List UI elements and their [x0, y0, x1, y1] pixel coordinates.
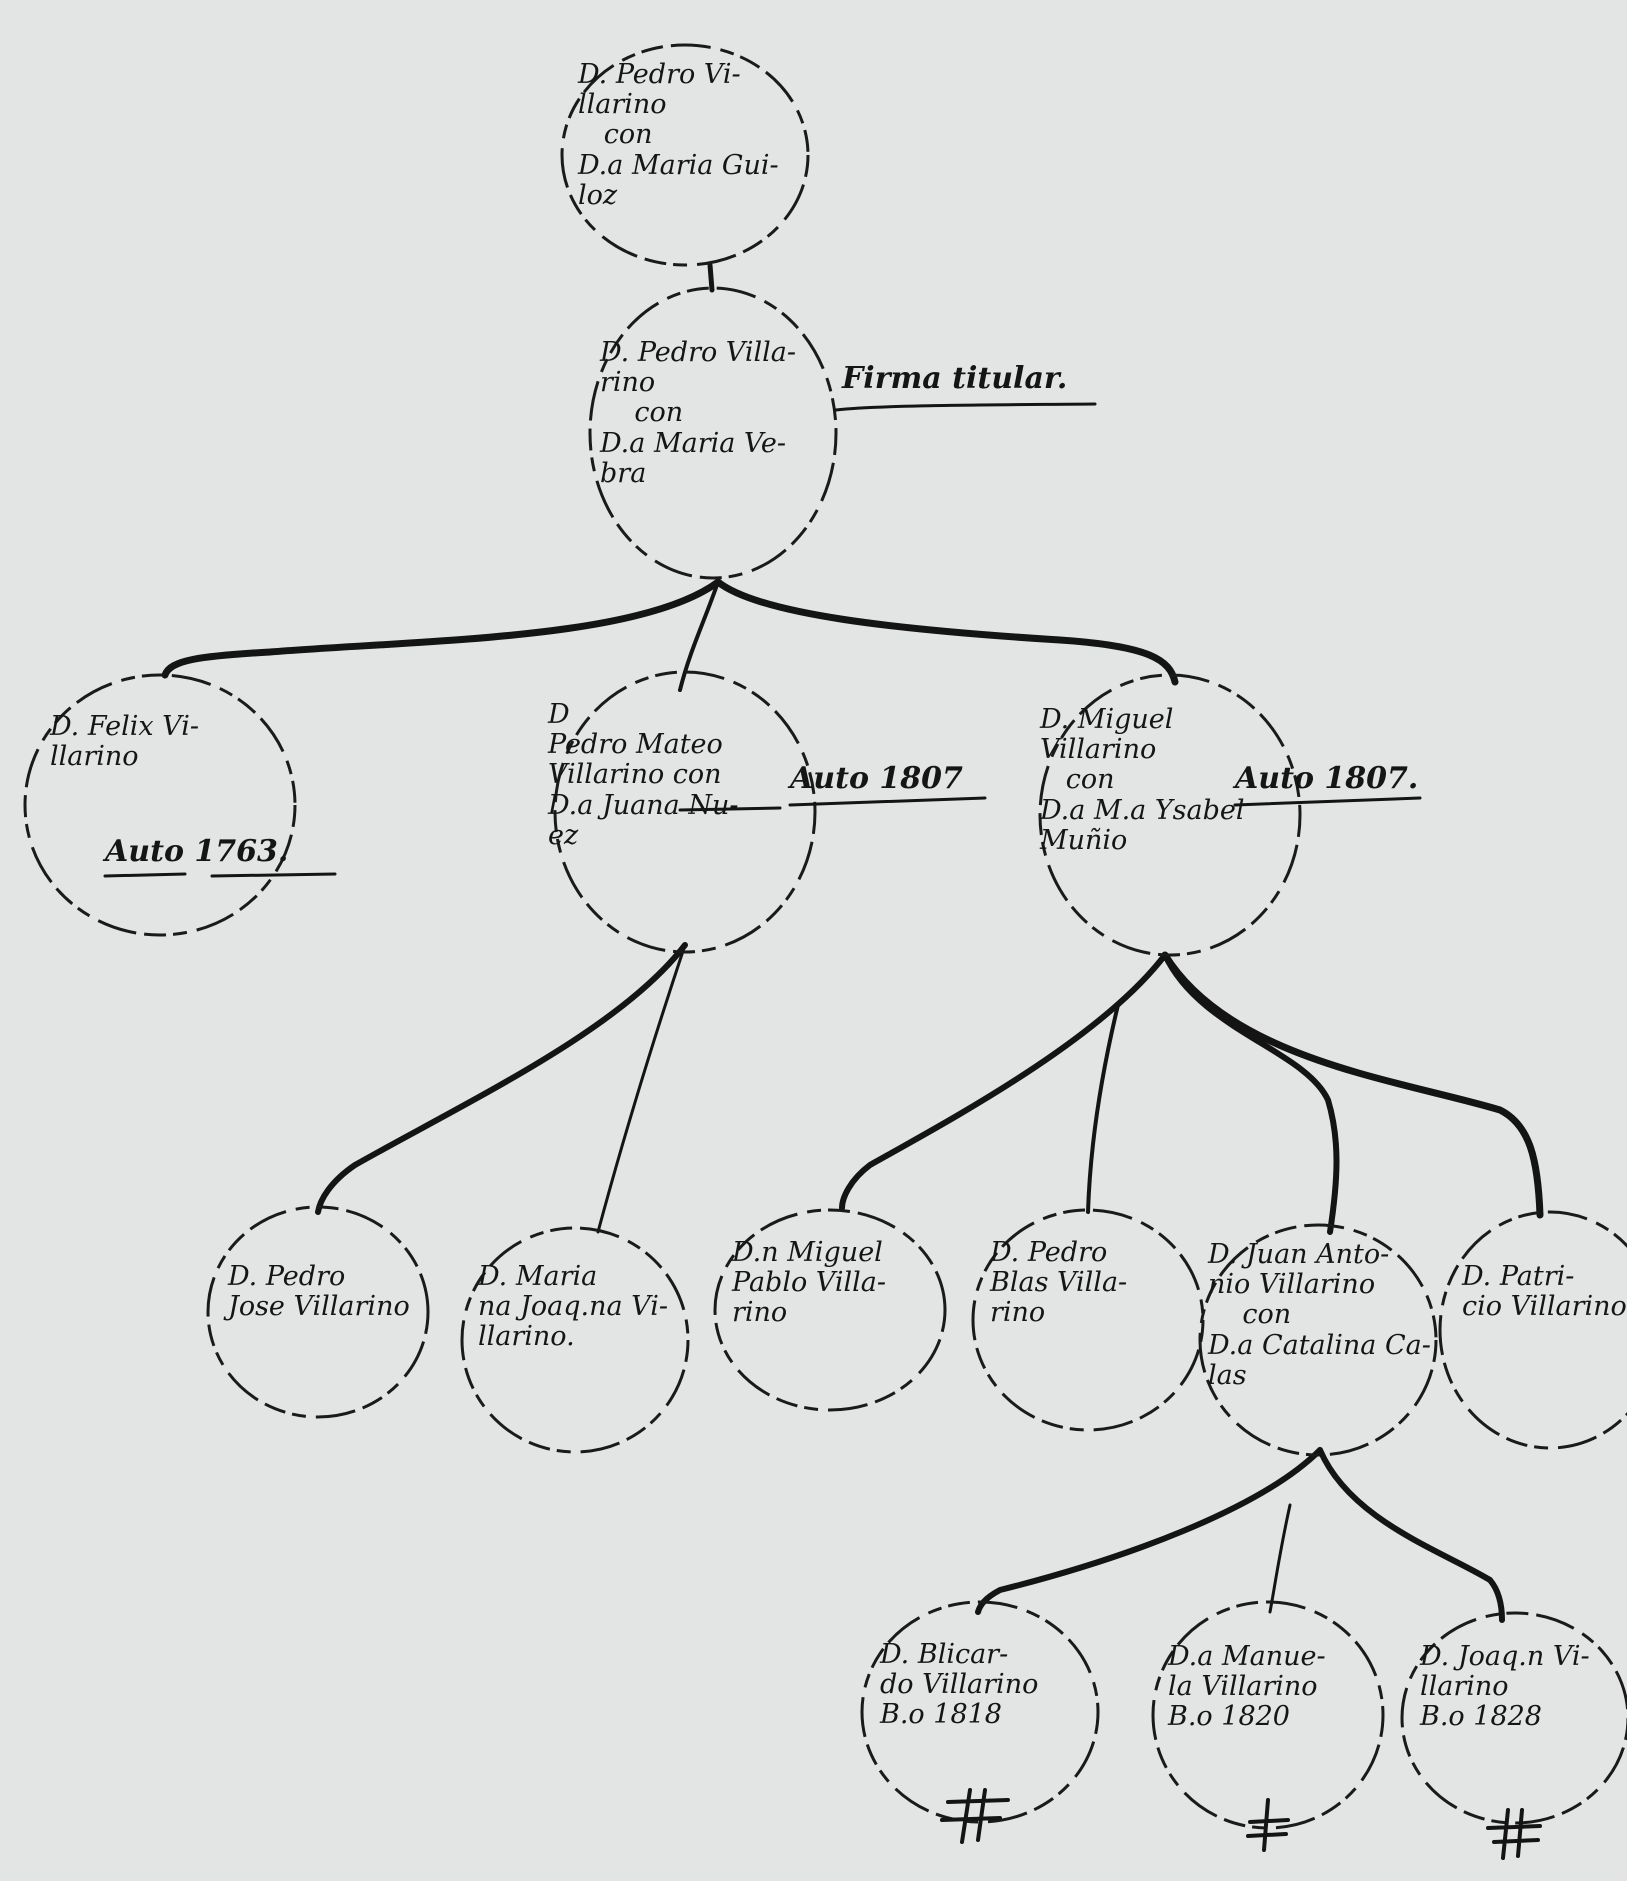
- branch-n1-n2: [707, 262, 715, 293]
- person-label: D Pedro Mateo Villarino con D.a Juana Nu…: [548, 699, 739, 851]
- branch-n2-n4: [678, 580, 720, 692]
- cross-mark: [940, 1788, 1010, 1844]
- person-circle: [460, 1226, 690, 1454]
- person-circle: [588, 286, 838, 580]
- branch-n5-n11: [1161, 951, 1544, 1219]
- note-leader-a1: [834, 402, 1097, 412]
- branch-n10-n14: [1317, 1447, 1505, 1623]
- note-auto-1807: Auto 1807.: [1235, 761, 1419, 796]
- branch-n10-n12: [975, 1447, 1323, 1615]
- person-label: D. Maria na Joaq.na Vi- llarino.: [478, 1261, 668, 1353]
- person-label: D. Patri- cio Villarino: [1462, 1261, 1627, 1323]
- branch-n4-n7: [596, 943, 687, 1234]
- note-auto-1807: Auto 1807: [790, 761, 963, 796]
- person-circle: [1151, 1600, 1385, 1830]
- person-label: D. Felix Vi- llarino: [50, 711, 199, 773]
- note-firma-titular: Firma titular.: [842, 361, 1068, 396]
- person-label: D.a Manue- la Villarino B.o 1820: [1168, 1641, 1326, 1733]
- branch-n10-n13: [1268, 1503, 1292, 1614]
- branch-n4-n6: [315, 942, 688, 1215]
- person-circle: [713, 1208, 947, 1412]
- person-label: D. Pedro Jose Villarino: [228, 1261, 410, 1323]
- underline-a4: [1233, 796, 1422, 807]
- branch-n5-n10: [1162, 952, 1340, 1235]
- branch-n5-n9: [1086, 1003, 1120, 1214]
- person-label: D. Miguel Villarino con D.a M.a Ysabel M…: [1040, 704, 1245, 856]
- person-label: D. Joaq.n Vi- llarino B.o 1828: [1420, 1641, 1590, 1733]
- note-auto-1763: Auto 1763.: [105, 834, 289, 869]
- underline-a2: [103, 872, 187, 878]
- person-label: D. Blicar- do Villarino B.o 1818: [880, 1639, 1039, 1731]
- person-label: D. Pedro Villa- rino con D.a Maria Ve- b…: [600, 337, 796, 489]
- underline-n4: [678, 806, 782, 812]
- underline-a3: [788, 796, 987, 807]
- person-circle: [1198, 1223, 1438, 1457]
- branch-n5-n8: [839, 952, 1168, 1211]
- person-circle: [1438, 1210, 1627, 1450]
- cross-mark: [1246, 1798, 1290, 1852]
- person-label: D.n Miguel Pablo Villa- rino: [732, 1237, 886, 1329]
- underline-a2: [210, 872, 337, 878]
- person-label: D. Pedro Blas Villa- rino: [990, 1237, 1128, 1329]
- person-circle: [1038, 673, 1302, 957]
- person-circle: [860, 1600, 1100, 1824]
- person-circle: [553, 670, 817, 954]
- person-circle: [1400, 1611, 1627, 1825]
- person-label: D. Pedro Vi- llarino con D.a Maria Gui- …: [578, 59, 779, 211]
- branch-n2-n5: [714, 578, 1179, 686]
- branch-n2-n3: [161, 578, 722, 679]
- person-circle: [560, 43, 810, 267]
- cross-mark: [1486, 1808, 1542, 1860]
- person-circle: [206, 1205, 430, 1419]
- person-label: D. Juan Anto- nio Villarino con D.a Cata…: [1208, 1239, 1431, 1391]
- person-circle: [23, 673, 297, 937]
